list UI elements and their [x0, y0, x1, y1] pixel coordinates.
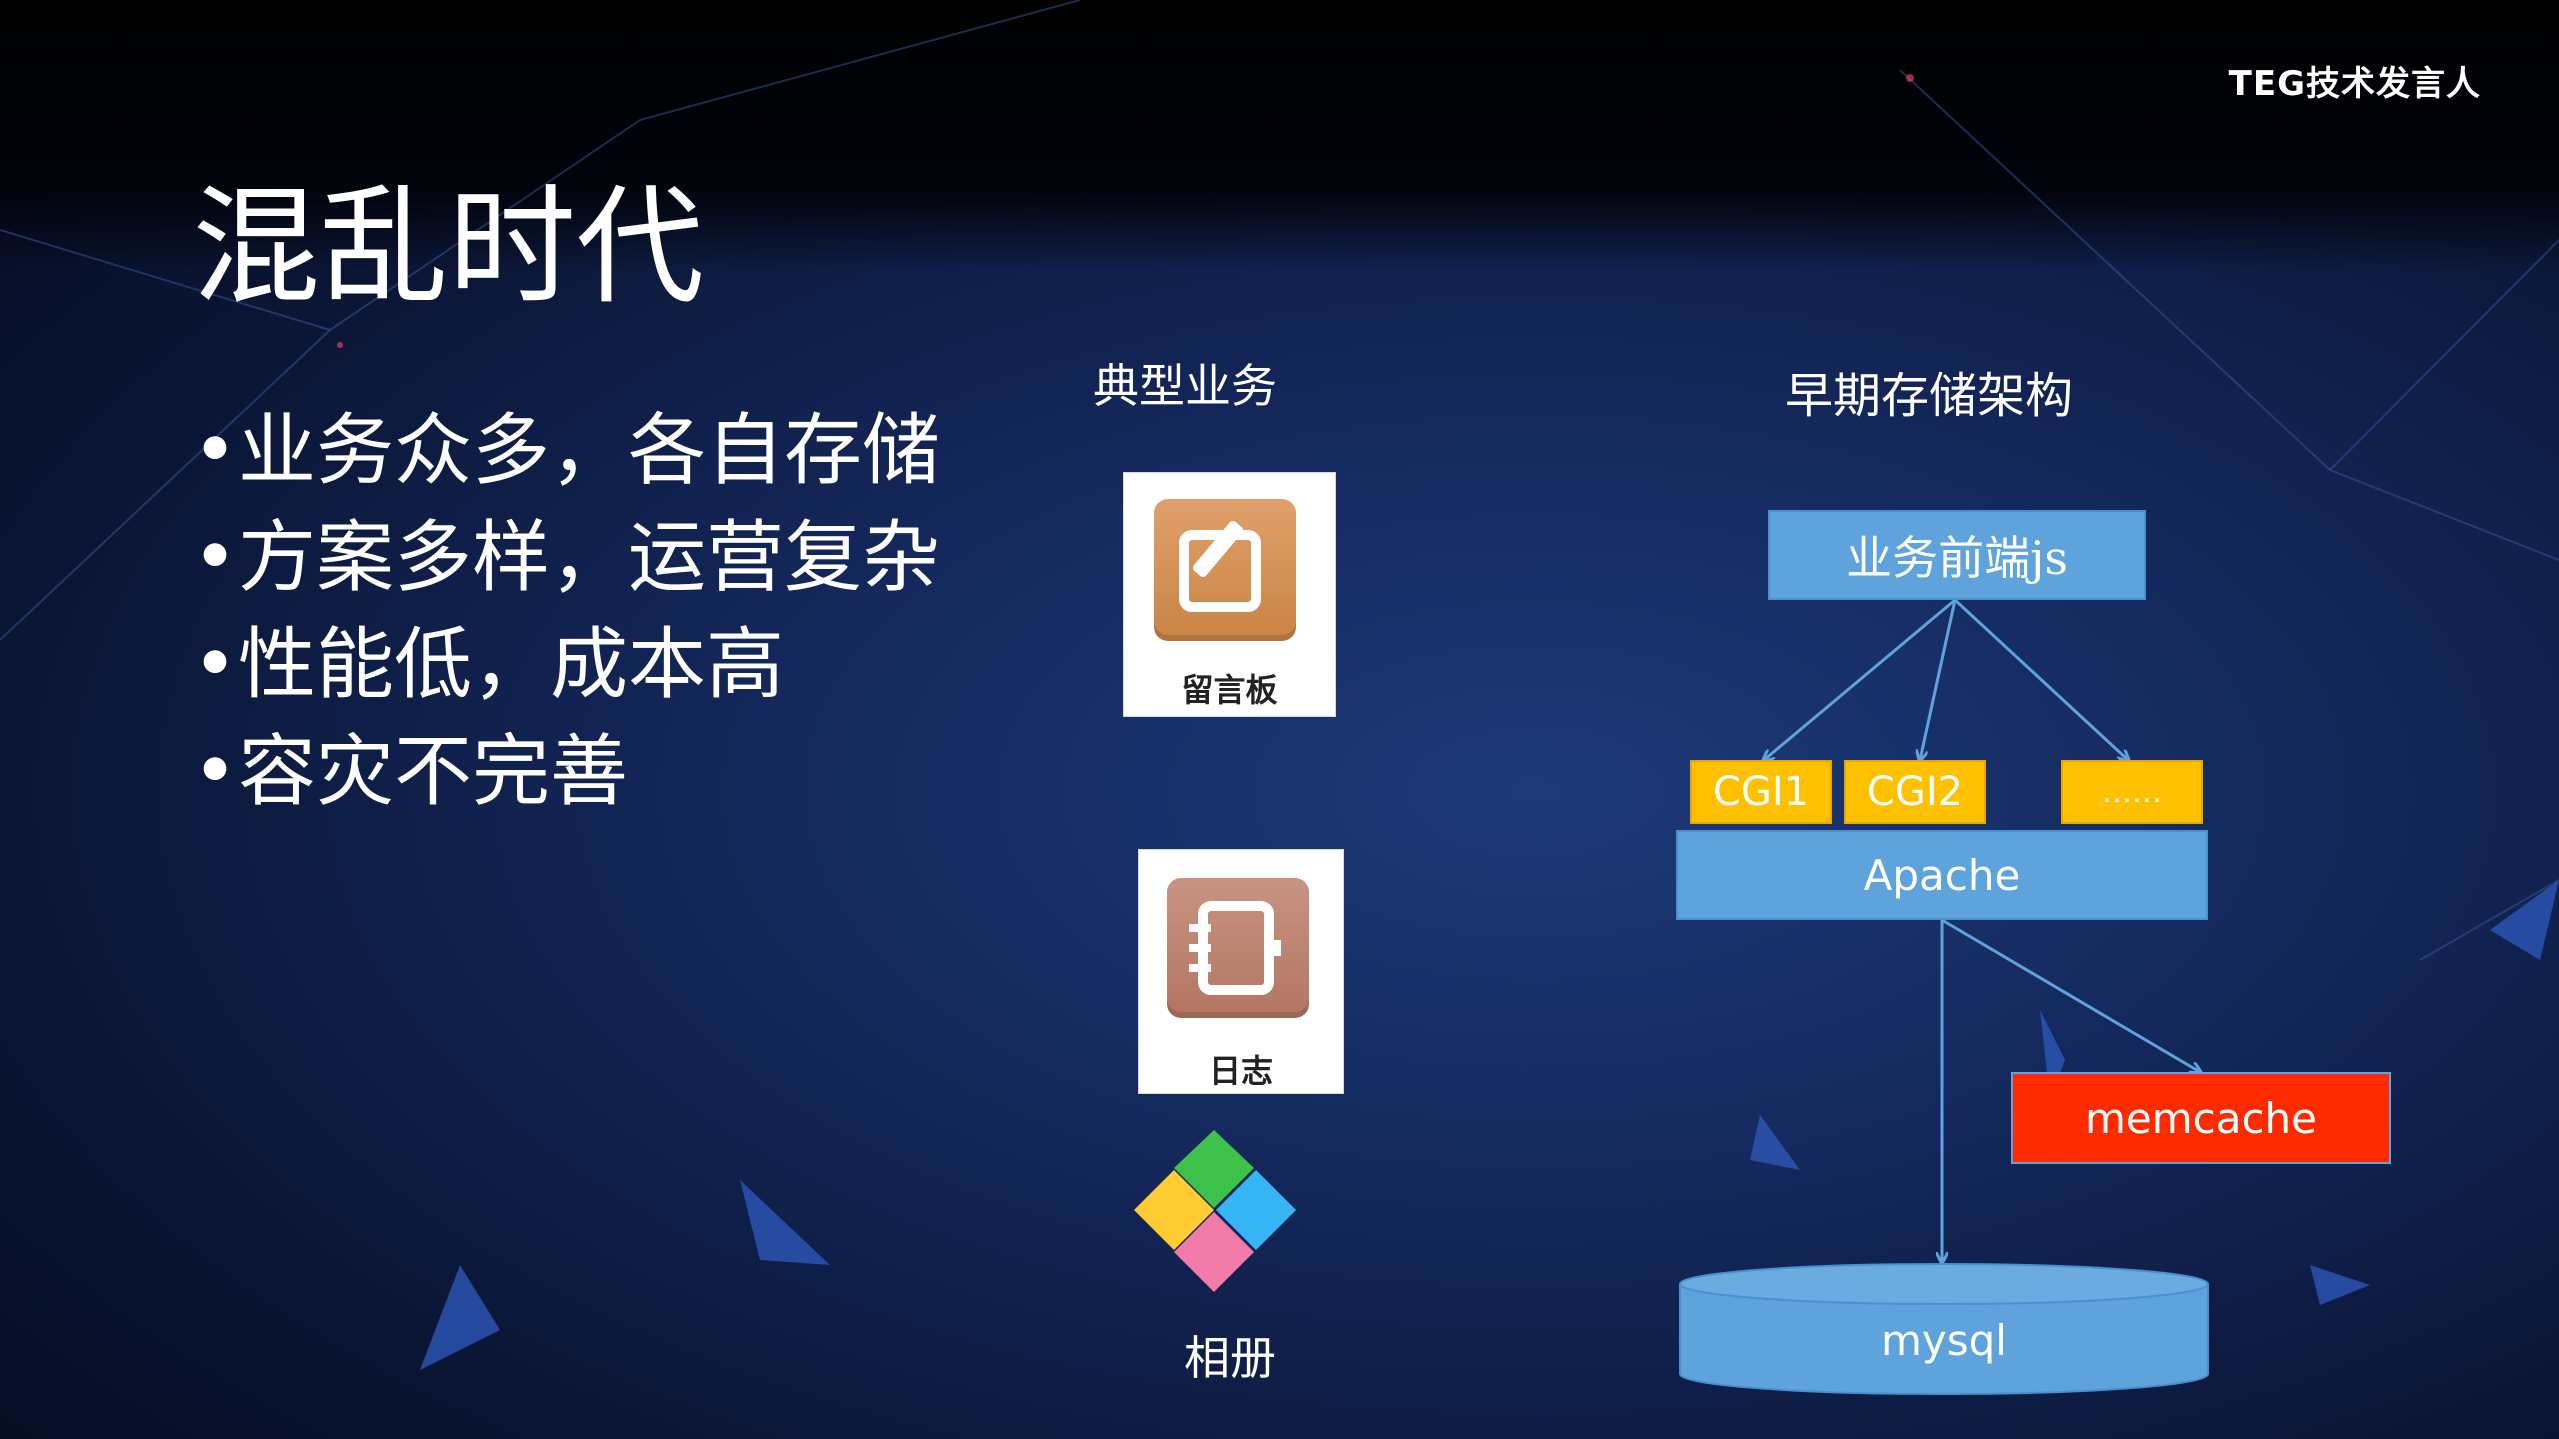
bullet-text: 业务众多，各自存储	[238, 406, 941, 496]
bullet-text: 方案多样，运营复杂	[238, 513, 941, 603]
memcache-box: memcache	[2011, 1072, 2391, 1164]
apache-box: Apache	[1676, 830, 2208, 920]
diary-label: 日志	[1208, 1052, 1273, 1090]
cgi2-box: CGI2	[1844, 760, 1986, 824]
edit-icon	[1154, 499, 1296, 641]
mysql-label: mysql	[1881, 1315, 2007, 1365]
bullet-dot-icon: •	[192, 406, 239, 496]
brand-text: TEG技术发言人	[2228, 64, 2481, 104]
bullet-item: •性能低，成本高	[192, 612, 940, 719]
bullet-list: •业务众多，各自存储 •方案多样，运营复杂 •性能低，成本高 •容灾不完善	[192, 398, 940, 826]
cgi1-box: CGI1	[1690, 760, 1832, 824]
frontend-box: 业务前端js	[1768, 510, 2146, 600]
notebook-icon	[1167, 878, 1309, 1018]
cgi-more-box: ……	[2061, 760, 2203, 824]
message-board-card: 留言板	[1123, 472, 1336, 717]
top-dark-band	[0, 0, 2559, 270]
bullet-text: 容灾不完善	[238, 727, 629, 817]
message-board-label: 留言板	[1181, 671, 1278, 709]
album-icon	[1134, 1130, 1296, 1292]
diary-card: 日志	[1138, 849, 1344, 1094]
bullet-item: •业务众多，各自存储	[192, 398, 940, 505]
bullet-item: •容灾不完善	[192, 719, 940, 826]
album-label: 相册	[1184, 1331, 1276, 1385]
bullet-dot-icon: •	[192, 513, 239, 603]
bullet-text: 性能低，成本高	[238, 620, 785, 710]
bullet-item: •方案多样，运营复杂	[192, 505, 940, 612]
bullet-dot-icon: •	[192, 620, 239, 710]
page-title: 混乱时代	[192, 173, 705, 322]
bullet-dot-icon: •	[192, 727, 239, 817]
architecture-heading: 早期存储架构	[1785, 368, 2074, 424]
mysql-cylinder-icon	[1679, 1263, 2209, 1395]
business-heading: 典型业务	[1093, 359, 1277, 413]
